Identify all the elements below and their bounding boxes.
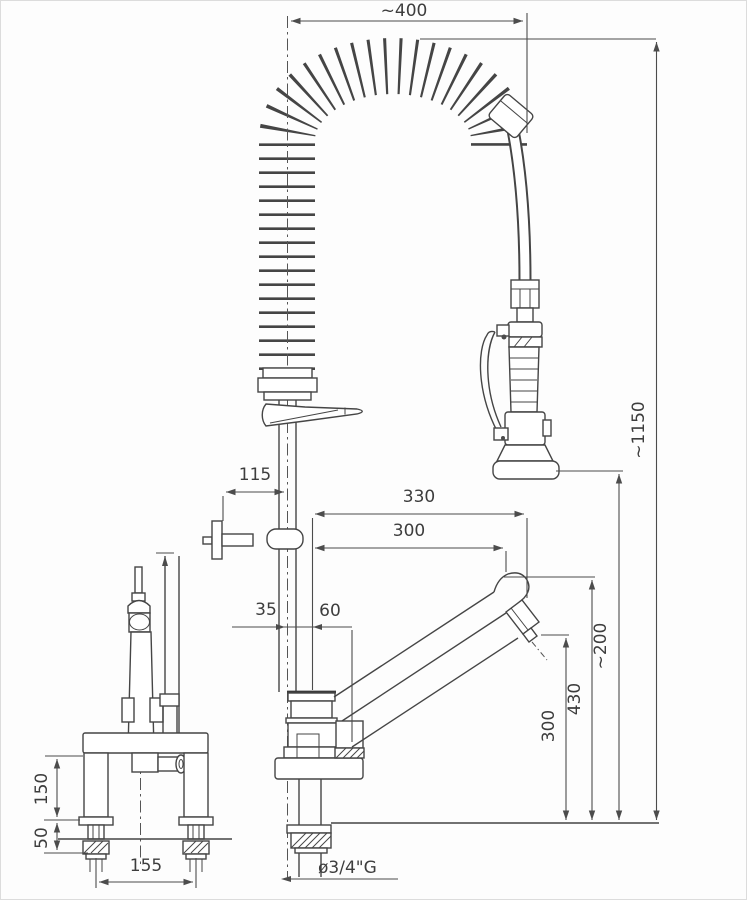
aerator <box>505 599 540 635</box>
dimensions: ~400 ~1150 115 330 300 35 60 ~200 430 <box>32 1 660 888</box>
hose-ferrule <box>488 93 534 139</box>
side-lever-pin <box>134 566 143 594</box>
dim-top-width: ~400 <box>381 1 428 21</box>
dim-spout-reach-outer: 330 <box>403 487 435 507</box>
main-view <box>202 16 659 878</box>
dim-offset-left: 35 <box>255 600 277 620</box>
dim-overall-height: ~1150 <box>629 401 649 459</box>
side-view <box>58 552 232 872</box>
side-left-leg <box>83 752 109 818</box>
dim-gun-clearance: ~200 <box>591 623 611 670</box>
faucet-body <box>274 690 364 780</box>
inlet-shank <box>286 779 332 877</box>
dim-spout-reach: 300 <box>393 521 425 541</box>
spout-bend <box>493 572 530 607</box>
side-bridge-body <box>82 732 209 754</box>
swivel-spout <box>333 572 548 759</box>
dim-shank-length: 50 <box>32 827 52 849</box>
spray-gun <box>479 279 560 480</box>
side-right-leg <box>183 752 209 818</box>
trigger-pivot-lug <box>496 324 510 337</box>
trigger-lever <box>479 330 498 432</box>
wall-bracket <box>202 520 304 560</box>
spray-nozzle-bell <box>495 444 555 462</box>
dim-offset-right: 60 <box>319 601 341 621</box>
dim-inlet-spacing: 155 <box>130 856 162 876</box>
dim-outlet-height: 300 <box>539 710 559 742</box>
dim-bracket-offset: 115 <box>239 465 271 485</box>
dim-body-height: 150 <box>32 773 52 805</box>
base-plate <box>274 757 364 780</box>
dim-spout-top-height: 430 <box>565 683 585 715</box>
thread-label: ø3/4"G <box>318 858 377 878</box>
spring-hose-coil <box>259 38 534 370</box>
